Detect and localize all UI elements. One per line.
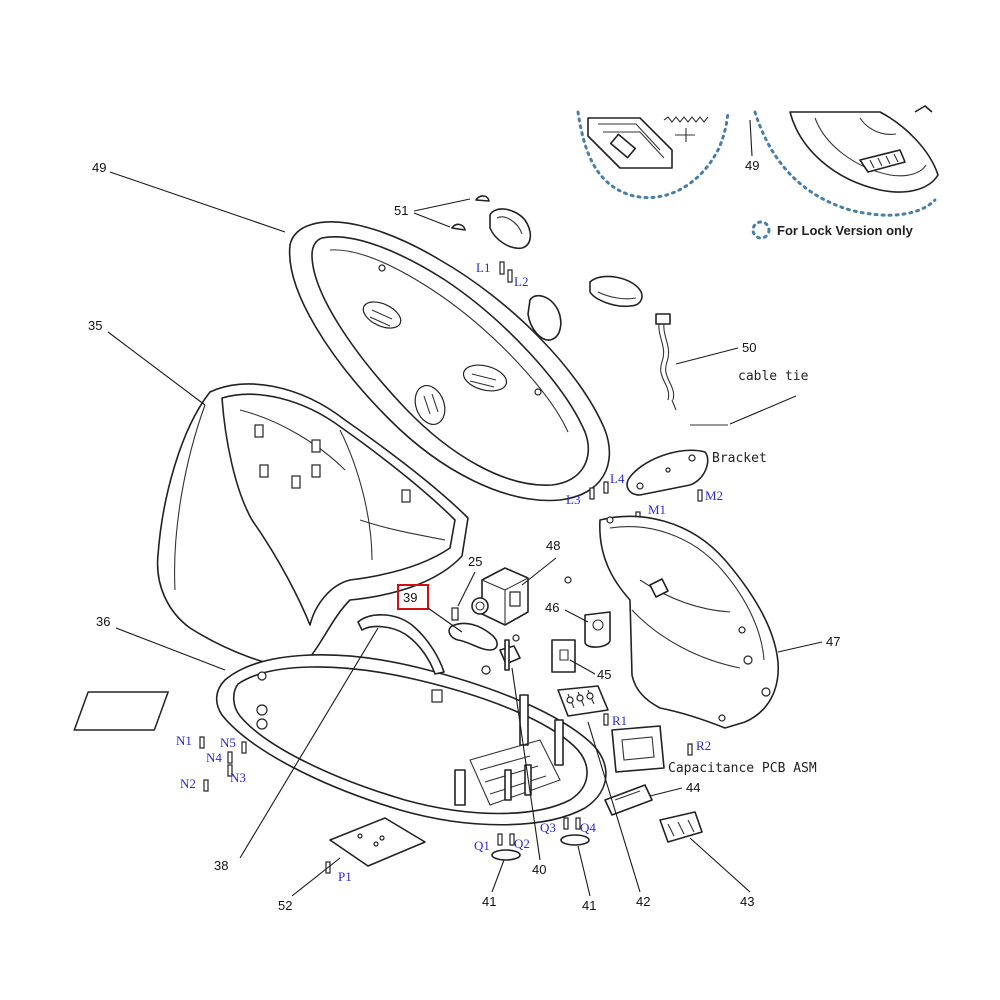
dotted-legend-icon	[751, 220, 771, 240]
cap-small-2	[451, 223, 466, 231]
note-capacitance-pcb: Capacitance PCB ASM	[668, 761, 817, 776]
part-number-35: 35	[88, 318, 102, 333]
code-Q4: Q4	[580, 820, 596, 835]
note-bracket: Bracket	[712, 451, 767, 466]
cable-50	[655, 313, 677, 411]
rear-housing-47	[564, 515, 779, 729]
code-Q3: Q3	[540, 820, 556, 835]
base-window	[73, 691, 169, 731]
part-number-47: 47	[826, 634, 840, 649]
code-L1: L1	[476, 260, 490, 275]
code-L2: L2	[514, 274, 528, 289]
fittings-40	[481, 634, 521, 675]
code-L3: L3	[566, 492, 580, 507]
housing-47-outer	[599, 515, 779, 729]
part-number-49-inset: 49	[745, 158, 759, 173]
part-number-36: 36	[96, 614, 110, 629]
part-number-45: 45	[597, 667, 611, 682]
shell-35-inner-face	[221, 393, 456, 626]
screws-N	[199, 736, 247, 792]
bracket-plate	[626, 449, 709, 496]
code-R1: R1	[612, 713, 627, 728]
part-number-38: 38	[214, 858, 228, 873]
code-N5: N5	[220, 735, 236, 750]
pump-48	[471, 567, 529, 626]
part-number-52: 52	[278, 898, 292, 913]
button-right	[589, 275, 643, 308]
part-number-49: 49	[92, 160, 106, 175]
part-number-25: 25	[468, 554, 482, 569]
lid-inner-rim	[311, 236, 590, 486]
terminal-block	[557, 685, 609, 717]
screws-L1-L2	[499, 261, 513, 283]
base-inner-rim	[232, 666, 588, 815]
part-43	[659, 811, 703, 843]
part-number-50: 50	[742, 340, 756, 355]
part-44	[604, 784, 653, 816]
code-N3: N3	[230, 770, 246, 785]
code-P1: P1	[338, 869, 352, 884]
code-M2: M2	[705, 488, 723, 503]
code-N2: N2	[180, 776, 196, 791]
washers-41	[491, 834, 590, 861]
cover-plate-52	[329, 817, 426, 867]
part-number-39: 39	[403, 590, 417, 605]
pcb-asm	[611, 725, 665, 773]
code-Q1: Q1	[474, 838, 490, 853]
code-R2: R2	[696, 738, 711, 753]
part-number-40: 40	[532, 862, 546, 877]
part-number-44: 44	[686, 780, 700, 795]
code-N4: N4	[206, 750, 222, 765]
part-number-48: 48	[546, 538, 560, 553]
inset-left-dotted-outline	[576, 110, 730, 200]
hose-38	[357, 614, 445, 675]
screws-Q	[497, 817, 581, 846]
part-number-42: 42	[636, 894, 650, 909]
highlight-box-39	[397, 584, 429, 610]
code-L4: L4	[610, 471, 625, 486]
base-tray-36	[73, 654, 607, 826]
tube-39	[448, 622, 498, 651]
housing-47-inner	[609, 526, 765, 661]
part-number-41-left: 41	[482, 894, 496, 909]
clip-45	[551, 639, 576, 673]
button-top	[489, 208, 532, 250]
tube-39-body	[448, 622, 498, 651]
bracket	[626, 449, 709, 496]
button-mid	[527, 294, 562, 341]
inset-lid	[789, 111, 939, 193]
code-M1: M1	[648, 502, 666, 517]
top-lid-49	[288, 221, 611, 502]
clip-46	[584, 611, 611, 648]
note-cable-tie: cable tie	[738, 369, 809, 384]
part-number-51: 51	[394, 203, 408, 218]
code-Q2: Q2	[514, 836, 530, 851]
part-number-43: 43	[740, 894, 754, 909]
lock-version-inset: 49 For Lock Version only	[576, 105, 939, 240]
code-N1: N1	[176, 733, 192, 748]
hose-38-body	[357, 614, 445, 675]
part-number-41-right: 41	[582, 898, 596, 913]
legend-label: For Lock Version only	[777, 223, 914, 238]
upper-shell-35	[156, 383, 469, 669]
lock-spring	[663, 116, 709, 123]
buttons-51	[451, 195, 643, 341]
cap-small-1	[475, 195, 490, 202]
part-number-46: 46	[545, 600, 559, 615]
